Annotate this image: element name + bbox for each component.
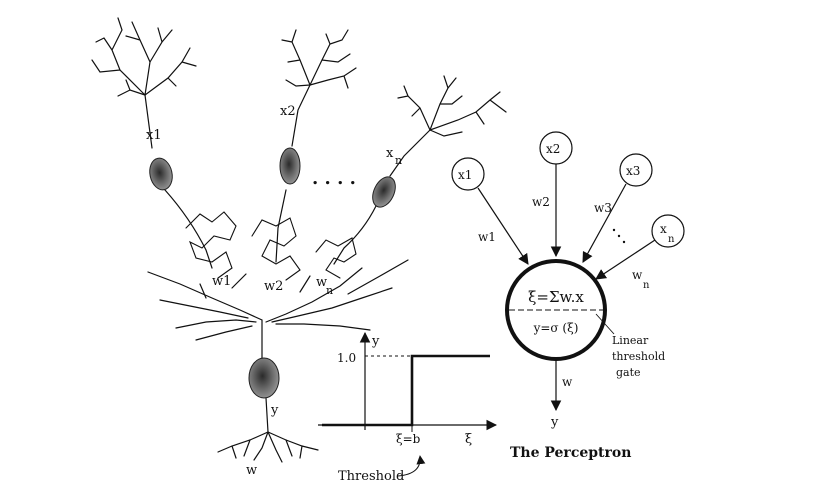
perceptron-input-label-xn-subscript: n (668, 234, 675, 245)
synapse-label-wn-subscript: n (326, 284, 333, 297)
neuron-bottom-label-w: w (246, 463, 257, 478)
perceptron-title: The Perceptron (510, 445, 631, 461)
weight-arrow-3 (582, 183, 627, 263)
gate-annotation-leader (595, 313, 615, 335)
weight-ellipsis-dot (612, 228, 616, 232)
synapse-region (185, 211, 357, 281)
step-y-axis-label: y (371, 334, 380, 349)
neuron-input-label-xn: x (386, 146, 394, 161)
step-level-label: 1.0 (337, 351, 356, 365)
neuron-output-label-y: y (270, 403, 279, 418)
threshold-pointer-arrow (397, 455, 426, 477)
synapse-label-wn: w (316, 275, 327, 290)
biological-neuron (91, 17, 507, 463)
gate-annotation-line-3: gate (616, 366, 641, 379)
weight-label-w2: w2 (532, 195, 550, 209)
output-axon (265, 397, 269, 433)
synapse-label-w2: w2 (264, 279, 283, 294)
axon-3 (333, 129, 431, 265)
dendrite-tree-1 (91, 17, 197, 97)
threshold-caption: Threshold (338, 469, 404, 484)
neuron-input-label-x1: x1 (146, 128, 162, 143)
input-soma-2 (279, 147, 301, 185)
neuron-input-label-xn-subscript: n (395, 154, 402, 167)
neuron-input-label-x2: x2 (280, 104, 296, 119)
weight-label-w1: w1 (478, 230, 496, 244)
terminal-roots (217, 431, 319, 463)
output-soma (248, 357, 280, 399)
weight-ellipsis-dot (622, 240, 626, 244)
perceptron-model: x1 x2 x3 x n w1 w2 w3 w n ξ=Σw.x y=σ (ξ)… (451, 131, 685, 461)
output-label-y: y (550, 415, 559, 430)
perceptron-input-node-x3 (619, 153, 653, 187)
neuron-ellipsis: . . . . (312, 168, 356, 189)
dendrite-tree-2 (281, 29, 357, 89)
threshold-tick-label: ξ=b (396, 432, 421, 446)
output-weight-label: w (562, 375, 573, 389)
input-soma-3 (372, 176, 396, 208)
synapse-label-w1: w1 (212, 274, 231, 289)
perceptron-input-node-x1 (451, 157, 485, 191)
step-x-axis-label: ξ (465, 432, 472, 447)
axon-2 (275, 84, 311, 263)
step-function-curve (322, 354, 490, 427)
step-function-plot: y ξ 1.0 ξ=b Threshold (318, 331, 498, 484)
weight-label-wn: w (632, 268, 643, 282)
perceptron-input-label-x2: x2 (546, 142, 560, 156)
weight-ellipsis-dot (617, 234, 621, 238)
weight-label-w3: w3 (594, 201, 612, 215)
perceptron-input-label-x3: x3 (626, 164, 640, 178)
gate-activation-formula: y=σ (ξ) (533, 321, 579, 335)
input-soma-1 (149, 157, 173, 191)
perceptron-input-node-xn (651, 214, 685, 248)
gate-annotation-line-1: Linear (612, 334, 649, 347)
postsynaptic-arbor (147, 259, 409, 359)
perceptron-input-label-x1: x1 (458, 168, 472, 182)
dendrite-tree-3 (397, 75, 507, 137)
perceptron-input-label-xn: x (660, 222, 667, 236)
axon-1 (144, 94, 213, 269)
gate-sum-formula: ξ=Σw.x (528, 288, 584, 306)
gate-annotation-line-2: threshold (612, 350, 665, 363)
weight-arrow-n (595, 239, 656, 280)
weight-arrow-1 (477, 187, 529, 265)
weight-label-wn-subscript: n (643, 280, 650, 291)
